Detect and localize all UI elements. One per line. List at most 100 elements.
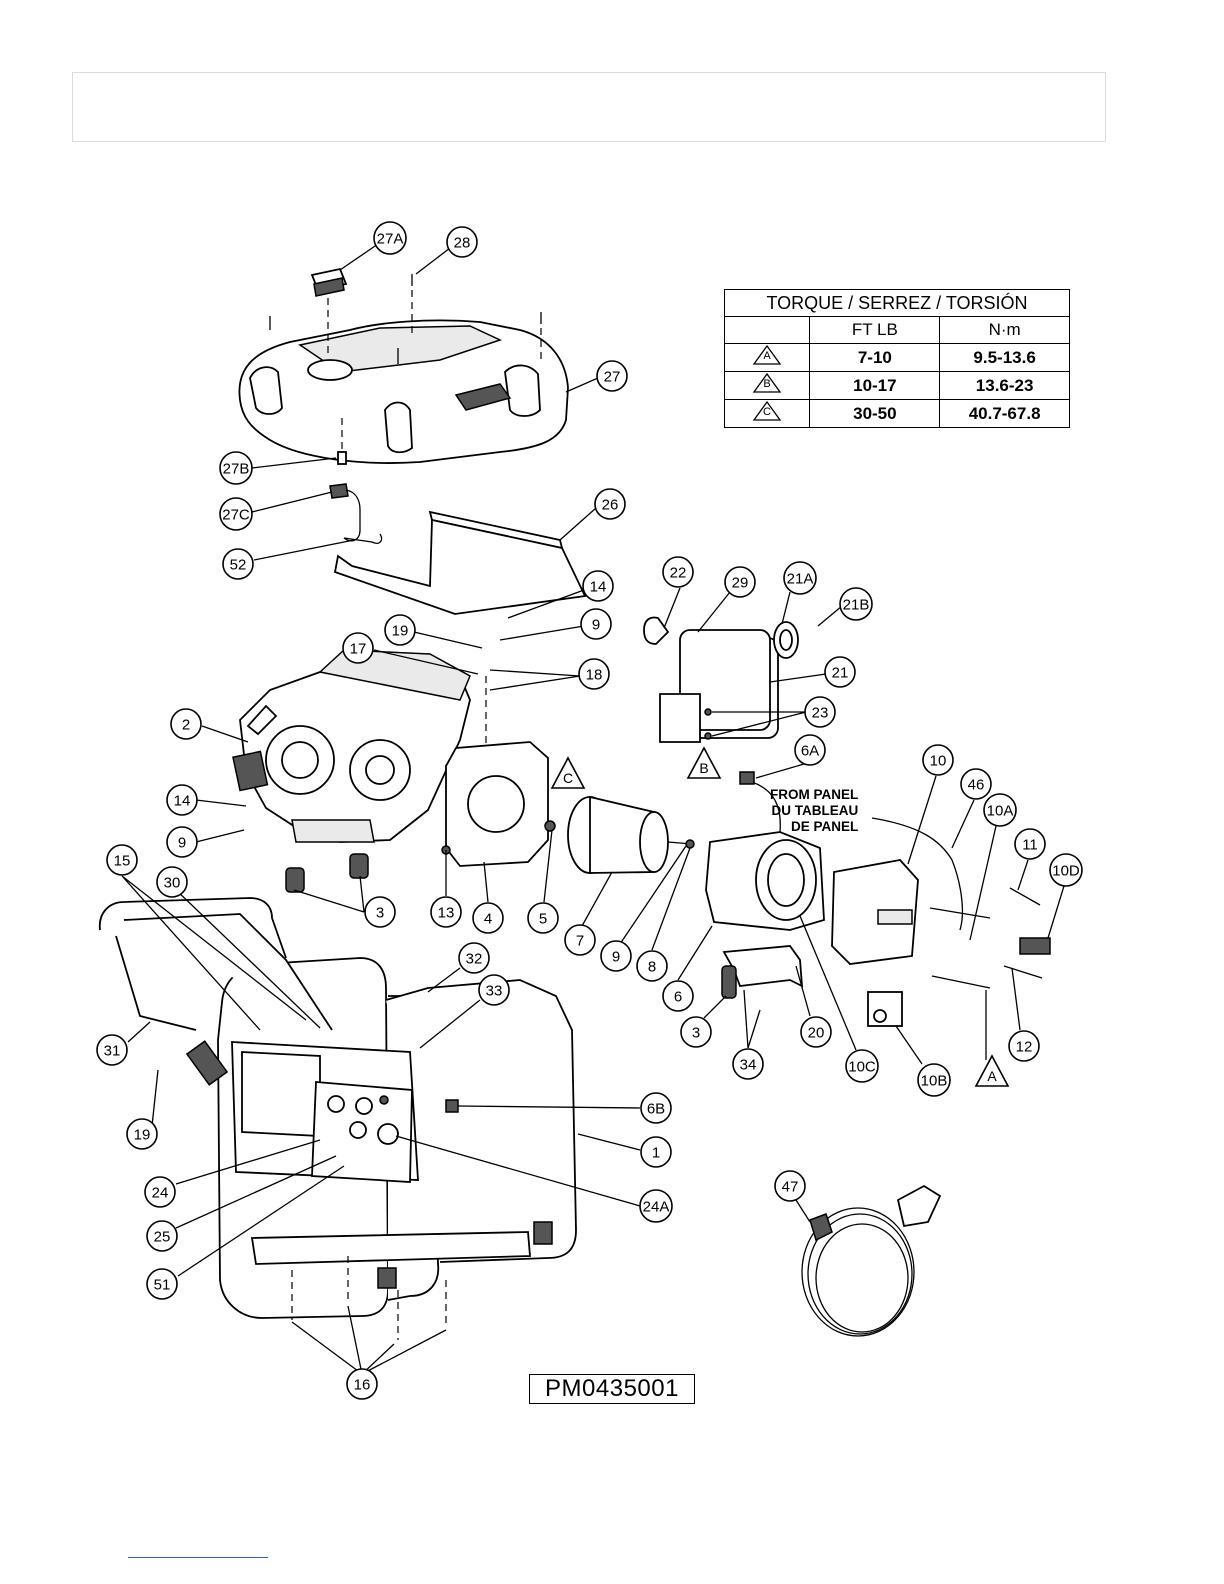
callout-6: 6 <box>662 980 694 1012</box>
fuel-valve-and-hose <box>329 418 383 544</box>
callout-18: 18 <box>578 658 610 690</box>
callout-47: 47 <box>774 1170 806 1202</box>
svg-text:16: 16 <box>354 1377 371 1394</box>
callout-5: 5 <box>527 902 559 934</box>
svg-text:3: 3 <box>692 1025 700 1042</box>
callout-24: 24 <box>144 1176 176 1208</box>
svg-text:28: 28 <box>454 235 471 252</box>
torque-row: A 7-10 9.5-13.6 <box>723 343 1070 372</box>
svg-text:10B: 10B <box>921 1073 948 1090</box>
fuel-tank <box>238 267 569 464</box>
diagram-part-number: PM0435001 <box>529 1374 695 1404</box>
svg-text:20: 20 <box>808 1025 825 1042</box>
callout-9: 9 <box>166 826 198 858</box>
callout-11: 11 <box>1014 828 1046 860</box>
callout-23: 23 <box>804 696 836 728</box>
svg-text:13: 13 <box>438 905 455 922</box>
svg-text:15: 15 <box>114 853 131 870</box>
heat-shield <box>333 510 587 615</box>
panel-note-line1: FROM PANEL <box>770 787 859 802</box>
torque-row: B 10-17 13.6-23 <box>723 371 1070 400</box>
torque-ftlb-b: 10-17 <box>809 371 941 400</box>
end-cover <box>831 817 1051 989</box>
callout-52: 52 <box>222 548 254 580</box>
svg-text:26: 26 <box>602 497 619 514</box>
callout-17: 17 <box>342 632 374 664</box>
svg-text:11: 11 <box>1022 837 1038 854</box>
callout-21a: 21A <box>783 561 817 595</box>
callout-10d: 10D <box>1049 853 1083 887</box>
svg-text:27B: 27B <box>223 461 250 478</box>
callout-16: 16 <box>346 1368 378 1400</box>
callout-31: 31 <box>96 1034 128 1066</box>
svg-text:14: 14 <box>590 579 607 596</box>
callout-2: 2 <box>170 708 202 740</box>
callout-3: 3 <box>680 1016 712 1048</box>
rear-bracket <box>721 945 903 1027</box>
callout-9: 9 <box>580 608 612 640</box>
svg-text:7: 7 <box>576 933 584 950</box>
svg-text:10C: 10C <box>848 1059 876 1076</box>
callout-25: 25 <box>146 1220 178 1252</box>
callout-9: 9 <box>600 940 632 972</box>
svg-text:34: 34 <box>740 1057 757 1074</box>
torque-nm-c: 40.7-67.8 <box>939 399 1070 428</box>
callout-30: 30 <box>156 866 188 898</box>
svg-text:B: B <box>699 760 708 776</box>
torque-mark-a: A <box>974 1054 1010 1087</box>
handle <box>98 897 333 1086</box>
torque-ftlb-c: 30-50 <box>809 399 941 428</box>
callout-4: 4 <box>472 902 504 934</box>
torque-table-title: TORQUE / SERREZ / TORSIÓN <box>724 289 1070 317</box>
svg-text:29: 29 <box>732 575 749 592</box>
callout-7: 7 <box>564 924 596 956</box>
callout-10b: 10B <box>917 1063 951 1097</box>
torque-ftlb-a: 7-10 <box>809 343 941 372</box>
muffler <box>643 616 799 743</box>
header-box <box>72 72 1106 142</box>
power-cord <box>801 1184 942 1337</box>
svg-text:33: 33 <box>486 983 503 1000</box>
svg-text:24: 24 <box>152 1185 169 1202</box>
callout-51: 51 <box>146 1268 178 1300</box>
from-panel-note: FROM PANEL DU TABLEAU DE PANEL <box>770 787 858 835</box>
torque-row: C 30-50 40.7-67.8 <box>723 399 1070 428</box>
callout-10: 10 <box>922 744 954 776</box>
svg-text:1: 1 <box>652 1145 660 1162</box>
callout-3: 3 <box>364 896 396 928</box>
callout-46: 46 <box>960 768 992 800</box>
callout-33: 33 <box>478 974 510 1006</box>
svg-text:3: 3 <box>376 905 384 922</box>
tank-screws <box>269 274 542 364</box>
svg-text:27: 27 <box>604 369 621 386</box>
engine-adapter <box>441 741 556 867</box>
torque-col-ftlb: FT LB <box>809 316 941 344</box>
callout-26: 26 <box>594 488 626 520</box>
torque-nm-b: 13.6-23 <box>939 371 1070 400</box>
svg-text:9: 9 <box>178 835 186 852</box>
svg-text:21B: 21B <box>843 597 870 614</box>
torque-mark-b: B <box>723 371 811 400</box>
callout-10c: 10C <box>845 1049 879 1083</box>
callout-28: 28 <box>446 226 478 258</box>
callout-27c: 27C <box>219 497 253 531</box>
callout-24a: 24A <box>639 1189 673 1223</box>
svg-text:23: 23 <box>812 705 829 722</box>
svg-text:17: 17 <box>350 641 367 658</box>
svg-text:9: 9 <box>612 949 620 966</box>
callout-27a: 27A <box>373 221 407 255</box>
svg-text:32: 32 <box>466 951 483 968</box>
torque-mark-c: C <box>550 756 586 789</box>
callout-6a: 6A <box>794 734 826 766</box>
svg-text:A: A <box>987 1068 997 1084</box>
svg-text:6B: 6B <box>647 1101 665 1118</box>
svg-text:21: 21 <box>832 665 849 682</box>
svg-text:2: 2 <box>182 717 190 734</box>
svg-text:25: 25 <box>154 1229 171 1246</box>
frame <box>217 957 577 1340</box>
torque-nm-a: 9.5-13.6 <box>939 343 1070 372</box>
svg-text:6: 6 <box>674 989 682 1006</box>
svg-text:8: 8 <box>648 959 656 976</box>
torque-mark-c: C <box>723 399 811 428</box>
